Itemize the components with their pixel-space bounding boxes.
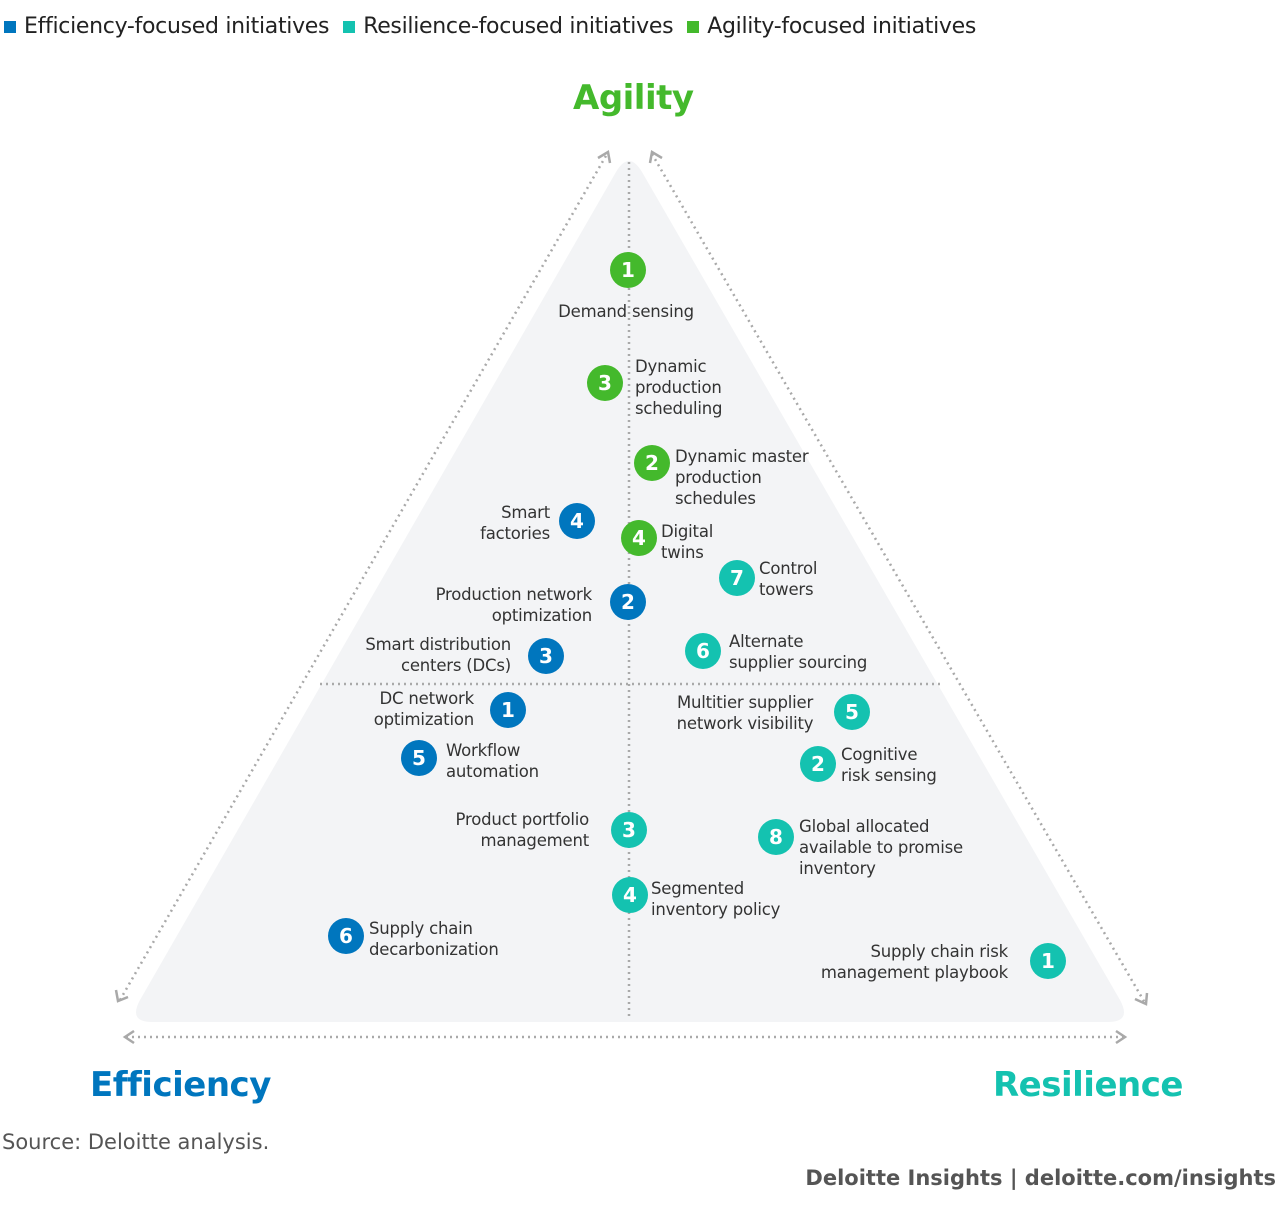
initiative-label: Control towers: [759, 558, 817, 600]
left-axis-arrow: [118, 153, 609, 1001]
initiative-label: Cognitive risk sensing: [841, 744, 937, 786]
legend-item-resilience: Resilience-focused initiatives: [343, 14, 674, 39]
label-line: scheduling: [635, 399, 723, 418]
label-line: Workflow: [446, 741, 521, 760]
number-badge: 4: [621, 520, 657, 556]
initiative-label: Dynamic production scheduling: [635, 356, 723, 419]
arrowhead-icon: [114, 989, 129, 1003]
label-line: decarbonization: [369, 940, 499, 959]
label-line: production: [635, 378, 722, 397]
label-line: Demand sensing: [558, 302, 694, 321]
legend-item-efficiency: Efficiency-focused initiatives: [4, 14, 330, 39]
legend-label: Resilience-focused initiatives: [363, 14, 674, 39]
legend: Efficiency-focused initiatives Resilienc…: [4, 14, 976, 39]
label-line: Smart distribution: [365, 635, 511, 654]
label-line: Supply chain risk: [870, 942, 1008, 961]
number-badge: 1: [490, 692, 526, 728]
initiative-label: Dynamic master production schedules: [675, 446, 809, 509]
label-line: management playbook: [820, 963, 1008, 982]
label-line: optimization: [491, 606, 592, 625]
label-line: Smart: [501, 503, 550, 522]
label-line: schedules: [675, 489, 756, 508]
label-line: factories: [480, 524, 550, 543]
label-line: supplier sourcing: [729, 653, 868, 672]
legend-label: Efficiency-focused initiatives: [24, 14, 330, 39]
credit: Deloitte Insights | deloitte.com/insight…: [805, 1166, 1276, 1190]
label-line: Multitier supplier: [676, 693, 814, 712]
number-badge: 5: [401, 740, 437, 776]
label-line: automation: [446, 762, 539, 781]
initiative-label: Demand sensing: [558, 301, 694, 322]
label-line: risk sensing: [841, 766, 937, 785]
number-badge: 1: [610, 252, 646, 288]
arrowhead-icon: [597, 149, 612, 164]
axis-label-efficiency: Efficiency: [90, 1065, 271, 1105]
initiative-label: Segmented inventory policy: [651, 878, 780, 920]
number-badge: 7: [719, 560, 755, 596]
initiative-label: Supply chain decarbonization: [369, 918, 499, 960]
label-line: Segmented: [651, 879, 745, 898]
number-badge: 8: [758, 819, 794, 855]
number-badge: 2: [610, 584, 646, 620]
arrowhead-icon: [648, 149, 663, 164]
label-line: available to promise: [799, 838, 963, 857]
label-line: inventory: [799, 859, 876, 878]
initiative-label: Smart distribution centers (DCs): [365, 634, 511, 676]
label-line: Dynamic: [635, 357, 707, 376]
number-badge: 5: [834, 694, 870, 730]
arrowhead-icon: [122, 1029, 135, 1045]
label-line: network visibility: [676, 714, 814, 733]
label-line: twins: [661, 543, 704, 562]
resilience-swatch: [343, 20, 356, 33]
initiative-label: Product portfolio management: [455, 809, 590, 851]
label-line: inventory policy: [651, 900, 781, 919]
right-axis-arrow: [650, 153, 1147, 1004]
label-line: Product portfolio: [455, 810, 590, 829]
axis-label-agility: Agility: [573, 78, 694, 118]
initiative-label: Smart factories: [480, 502, 550, 544]
label-line: production: [675, 468, 762, 487]
number-badge: 1: [1030, 943, 1066, 979]
number-badge: 6: [328, 918, 364, 954]
agility-swatch: [687, 20, 700, 33]
label-line: optimization: [373, 710, 474, 729]
initiative-label: Production network optimization: [435, 584, 593, 626]
label-line: management: [480, 831, 589, 850]
label-line: DC network: [379, 689, 475, 708]
legend-label: Agility-focused initiatives: [707, 14, 977, 39]
number-badge: 3: [587, 365, 623, 401]
arrowhead-icon: [1134, 992, 1149, 1006]
arrowhead-icon: [1115, 1029, 1128, 1045]
number-badge: 2: [634, 445, 670, 481]
number-badge: 4: [612, 877, 648, 913]
initiative-label: Alternate supplier sourcing: [729, 631, 867, 673]
initiative-label: Workflow automation: [446, 740, 539, 782]
efficiency-swatch: [4, 20, 16, 33]
label-line: Control: [759, 559, 818, 578]
axis-label-resilience: Resilience: [993, 1065, 1183, 1105]
label-line: centers (DCs): [400, 656, 511, 675]
label-line: towers: [759, 580, 814, 599]
legend-item-agility: Agility-focused initiatives: [687, 14, 976, 39]
label-line: Dynamic master: [675, 447, 809, 466]
number-badge: 2: [800, 746, 836, 782]
label-line: Global allocated: [799, 817, 930, 836]
label-line: Digital: [661, 522, 714, 541]
initiative-label: Global allocated available to promise inve…: [799, 816, 963, 879]
initiative-label: Multitier supplier network visibility: [677, 692, 814, 734]
initiative-label: Supply chain risk management playbook: [821, 941, 1008, 983]
initiative-label: DC network optimization: [374, 688, 474, 730]
label-line: Production network: [435, 585, 593, 604]
label-line: Cognitive: [841, 745, 918, 764]
number-badge: 6: [685, 633, 721, 669]
source-note: Source: Deloitte analysis.: [2, 1130, 270, 1154]
initiative-label: Digital twins: [661, 521, 713, 563]
number-badge: 4: [559, 503, 595, 539]
label-line: Supply chain: [369, 919, 473, 938]
number-badge: 3: [528, 638, 564, 674]
label-line: Alternate: [729, 632, 804, 651]
number-badge: 3: [611, 812, 647, 848]
